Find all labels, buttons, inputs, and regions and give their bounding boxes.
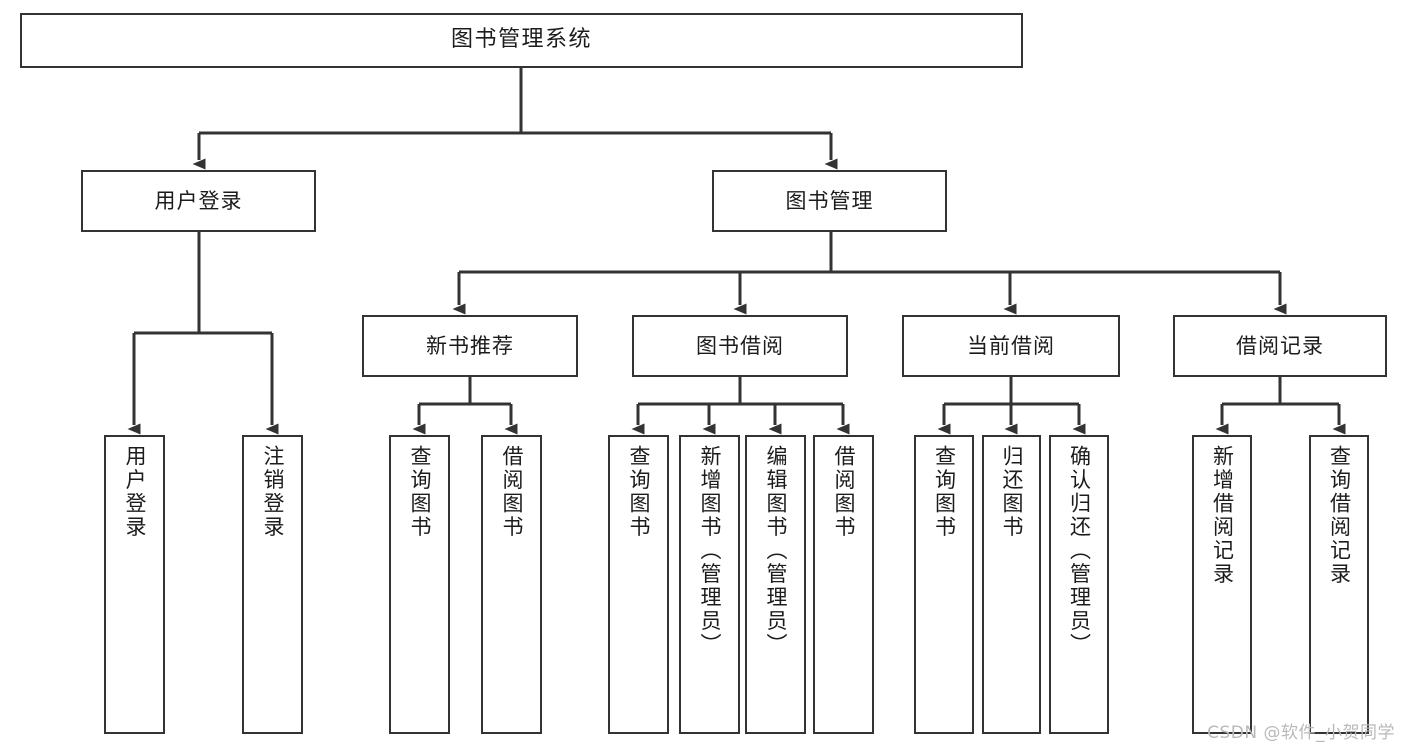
node-user-login[interactable]: 用户登录 [81, 170, 316, 232]
node-label: 用户登录 [154, 188, 243, 213]
node-label: 借阅图书 [500, 445, 524, 539]
node-leaf-query-borrow-record[interactable]: 查询借阅记录 [1309, 435, 1369, 734]
node-label: 查询借阅记录 [1327, 445, 1352, 586]
node-label: 查询图书 [932, 445, 957, 539]
node-book-management[interactable]: 图书管理 [712, 170, 947, 232]
node-leaf-query-book-2[interactable]: 查询图书 [608, 435, 669, 734]
node-leaf-add-borrow-record[interactable]: 新增借阅记录 [1192, 435, 1252, 734]
node-label: 新书推荐 [426, 333, 514, 358]
node-label: 新增借阅记录 [1210, 445, 1235, 586]
node-borrow-record[interactable]: 借阅记录 [1173, 315, 1387, 377]
node-label: 确认归还（管理员） [1067, 445, 1092, 657]
node-leaf-confirm-return-admin[interactable]: 确认归还（管理员） [1049, 435, 1109, 734]
node-leaf-borrow-book-2[interactable]: 借阅图书 [813, 435, 874, 734]
node-label: 用户登录 [123, 445, 147, 539]
node-leaf-edit-book-admin[interactable]: 编辑图书（管理员） [745, 435, 806, 734]
csdn-watermark: CSDN @软件_小贺同学 [1207, 723, 1395, 743]
node-label: 查询图书 [408, 445, 432, 539]
node-label: 借阅图书 [832, 445, 856, 539]
node-leaf-logout[interactable]: 注销登录 [242, 435, 303, 734]
node-label: 当前借阅 [967, 333, 1055, 358]
node-root-book-management-system[interactable]: 图书管理系统 [20, 13, 1023, 68]
node-label: 查询图书 [627, 445, 651, 539]
node-leaf-borrow-book-1[interactable]: 借阅图书 [481, 435, 542, 734]
node-leaf-return-book[interactable]: 归还图书 [982, 435, 1041, 734]
node-leaf-user-login[interactable]: 用户登录 [104, 435, 165, 734]
node-label: 注销登录 [261, 445, 285, 539]
node-leaf-query-book-3[interactable]: 查询图书 [914, 435, 974, 734]
node-label: 归还图书 [1000, 445, 1024, 539]
node-label: 新增图书（管理员） [698, 445, 722, 657]
node-leaf-query-book-1[interactable]: 查询图书 [389, 435, 450, 734]
node-label: 编辑图书（管理员） [764, 445, 788, 657]
node-label: 借阅记录 [1236, 333, 1324, 358]
node-current-borrow[interactable]: 当前借阅 [902, 315, 1120, 377]
node-label: 图书管理系统 [450, 27, 592, 53]
node-label: 图书借阅 [696, 333, 784, 358]
node-leaf-add-book-admin[interactable]: 新增图书（管理员） [679, 435, 740, 734]
node-new-book-recommend[interactable]: 新书推荐 [362, 315, 578, 377]
node-label: 图书管理 [785, 188, 874, 213]
node-book-borrow[interactable]: 图书借阅 [632, 315, 848, 377]
